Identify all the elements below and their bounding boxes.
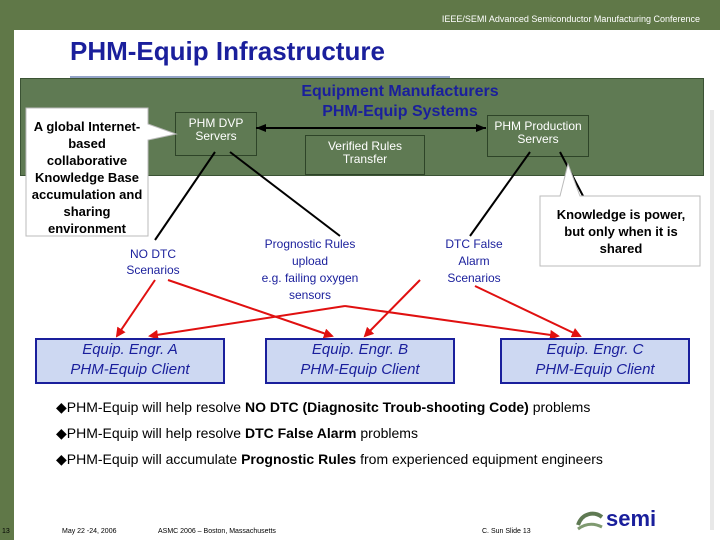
semi-logo-icon: [576, 511, 604, 531]
dvp-to-prognostic-line: [229, 151, 341, 237]
verified-rules-arrow-left: [256, 124, 266, 132]
prognostic-to-client-a-arrow: [148, 305, 346, 340]
bullet-diamond-icon: ◆: [56, 425, 67, 441]
nodtc-to-client-a-arrow: [115, 279, 156, 338]
bullet-list: ◆PHM-Equip will help resolve NO DTC (Dia…: [56, 398, 656, 476]
bullet-diamond-icon: ◆: [56, 451, 67, 467]
bullet-diamond-icon: ◆: [56, 399, 67, 415]
dtc-to-client-c-arrow: [474, 285, 582, 338]
right-callout-text: Knowledge is power, but only when it is …: [556, 207, 686, 256]
client-a-line2: PHM-Equip Client: [70, 361, 190, 378]
right-callout-bubble: [539, 162, 701, 267]
client-a-line1: Equip. Engr. A: [82, 341, 178, 358]
dvp-servers-box: PHM DVP Servers: [175, 112, 257, 156]
footer-author: C. Sun Slide 13: [482, 528, 531, 535]
page-title: PHM-Equip Infrastructure: [70, 36, 385, 66]
client-c-line1: Equip. Engr. C: [546, 341, 644, 358]
title-underline: [70, 76, 450, 78]
client-b-line2: PHM-Equip Client: [300, 361, 420, 378]
bullet-item: ◆PHM-Equip will help resolve NO DTC (Dia…: [56, 399, 591, 415]
client-c-line2: PHM-Equip Client: [535, 361, 655, 378]
prognostic-rules-label: Prognostic Rules upload e.g. failing oxy…: [261, 237, 359, 302]
verified-rules-arrow-right: [476, 124, 486, 132]
no-dtc-label: NO DTC Scenarios: [126, 247, 180, 277]
conference-name: IEEE/SEMI Advanced Semiconductor Manufac…: [441, 14, 700, 24]
manufacturers-title: Equipment Manufacturers PHM-Equip System…: [301, 83, 499, 120]
verified-rules-box: Verified Rules Transfer: [305, 135, 425, 175]
bullet-item: ◆PHM-Equip will accumulate Prognostic Ru…: [56, 451, 603, 467]
client-a-box: Equip. Engr. A PHM-Equip Client: [35, 338, 225, 384]
dvp-to-nodtc-line: [154, 151, 216, 241]
production-servers-box: PHM Production Servers: [487, 115, 589, 157]
dtc-to-client-b-arrow: [363, 279, 421, 338]
footer-venue: ASMC 2006 – Boston, Massachusetts: [158, 528, 276, 535]
slide-edge-bar: [710, 110, 714, 530]
bullet-item: ◆PHM-Equip will help resolve DTC False A…: [56, 425, 418, 441]
header-bar: IEEE/SEMI Advanced Semiconductor Manufac…: [0, 0, 720, 30]
left-accent-bar: [0, 0, 14, 540]
client-b-box: Equip. Engr. B PHM-Equip Client: [265, 338, 455, 384]
nodtc-to-client-b-arrow: [167, 279, 334, 339]
left-callout-bubble: [25, 107, 178, 237]
prognostic-to-client-c-arrow: [344, 305, 560, 340]
client-c-box: Equip. Engr. C PHM-Equip Client: [500, 338, 690, 384]
production-to-dtc-line: [469, 151, 531, 237]
left-callout-text: A global Internet-based collaborative Kn…: [31, 119, 143, 236]
page-number: 13: [2, 528, 10, 535]
footer-date: May 22 -24, 2006: [62, 528, 117, 535]
client-b-line1: Equip. Engr. B: [311, 341, 409, 358]
dtc-false-alarm-label: DTC False Alarm Scenarios: [445, 237, 503, 285]
semi-logo: semi: [576, 506, 696, 534]
